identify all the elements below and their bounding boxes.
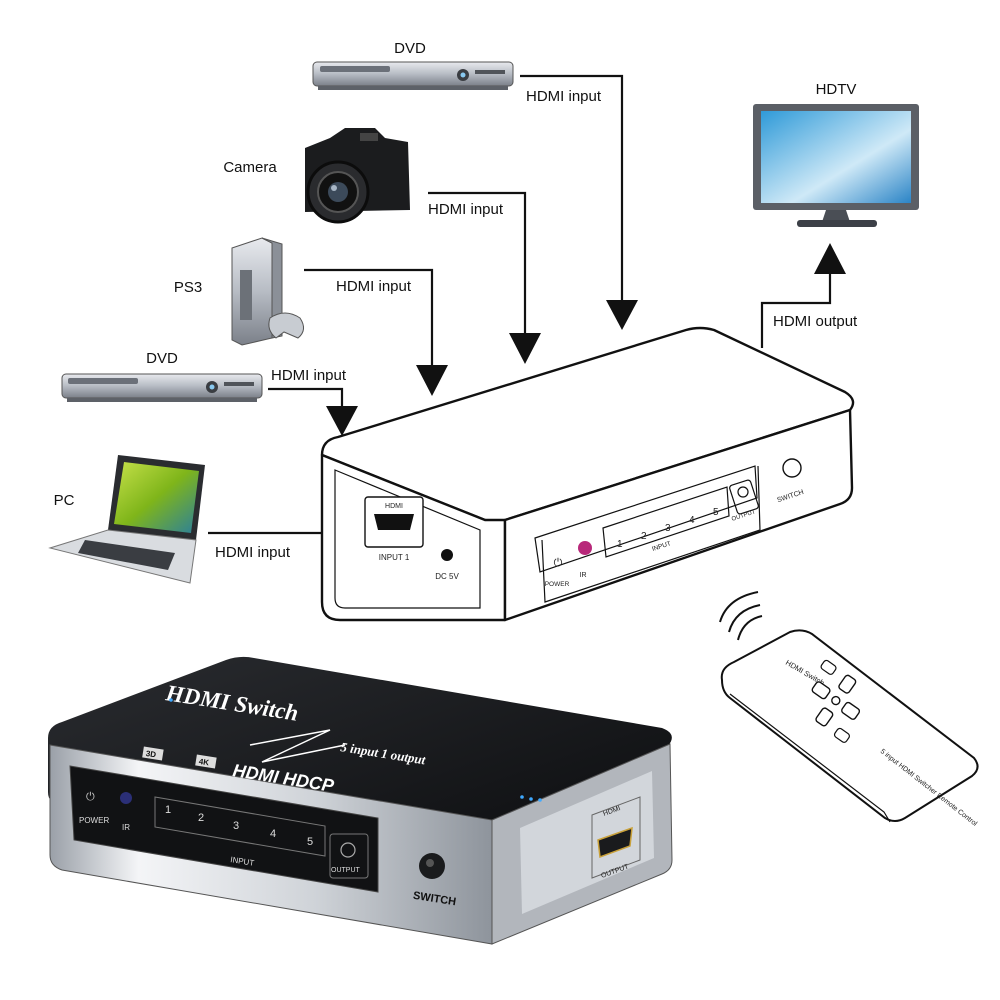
dvd-mid-label: DVD xyxy=(146,350,178,367)
input-number: 1 xyxy=(165,804,171,816)
input-number: 4 xyxy=(689,515,695,526)
hdmi-input-label: HDMI input xyxy=(526,88,602,105)
hdmi-input-label: HDMI input xyxy=(428,201,504,218)
input-number: 2 xyxy=(641,531,647,542)
hdmi-output-label: HDMI output xyxy=(773,313,858,330)
hdmi-input-label: HDMI input xyxy=(215,544,291,561)
input-number: 5 xyxy=(307,836,313,848)
badge-3d: 3D xyxy=(145,749,157,760)
power-label: POWER xyxy=(79,816,109,825)
input-number: 5 xyxy=(713,507,719,518)
hdtv-label: HDTV xyxy=(816,81,857,98)
input-number: 4 xyxy=(270,828,276,840)
remote-control: HDMI Switch 5 input HDMI Switcher Remote… xyxy=(719,591,979,828)
hdmi-port-label: HDMI xyxy=(385,503,403,510)
hdmi-input-label: HDMI input xyxy=(271,367,347,384)
input1-port-label: INPUT 1 xyxy=(379,553,410,562)
badge-4k: 4K xyxy=(198,757,210,768)
camera-label: Camera xyxy=(223,159,277,176)
input-number: 3 xyxy=(665,523,671,534)
power-icon: ⏻ xyxy=(554,557,563,569)
input-number: 3 xyxy=(233,820,239,832)
hdmi-input-label: HDMI input xyxy=(336,278,412,295)
ps3-console: PS3 xyxy=(174,237,304,346)
ir-label: IR xyxy=(122,823,130,832)
power-label: POWER xyxy=(545,581,570,588)
hdmi-switch-product: HDMI Switch 5 input 1 output 3D 4K HDMI … xyxy=(48,656,673,945)
dvd-top-label: DVD xyxy=(394,40,426,57)
switch-line-drawing: HDMI INPUT 1 DC 5V ⏻ POWER IR 1 2 3 4 5 … xyxy=(320,326,855,622)
wire-labels: HDMI input HDMI input HDMI input HDMI in… xyxy=(215,88,858,561)
camera-device: Camera xyxy=(223,128,410,224)
dvd-player-mid: DVD xyxy=(61,350,263,402)
input-number: 2 xyxy=(198,812,204,824)
dvd-player-top: DVD xyxy=(312,40,514,90)
hdtv: HDTV xyxy=(753,81,919,227)
pc-label: PC xyxy=(54,492,75,509)
output-label: OUTPUT xyxy=(331,867,361,874)
ps3-label: PS3 xyxy=(174,279,202,296)
pc-laptop: PC xyxy=(48,455,205,584)
power-icon: ⏻ xyxy=(86,791,95,803)
input-caption: INPUT xyxy=(230,855,255,868)
input-number: 1 xyxy=(617,539,623,550)
ir-label: IR xyxy=(580,572,587,579)
dc-label: DC 5V xyxy=(435,572,459,581)
